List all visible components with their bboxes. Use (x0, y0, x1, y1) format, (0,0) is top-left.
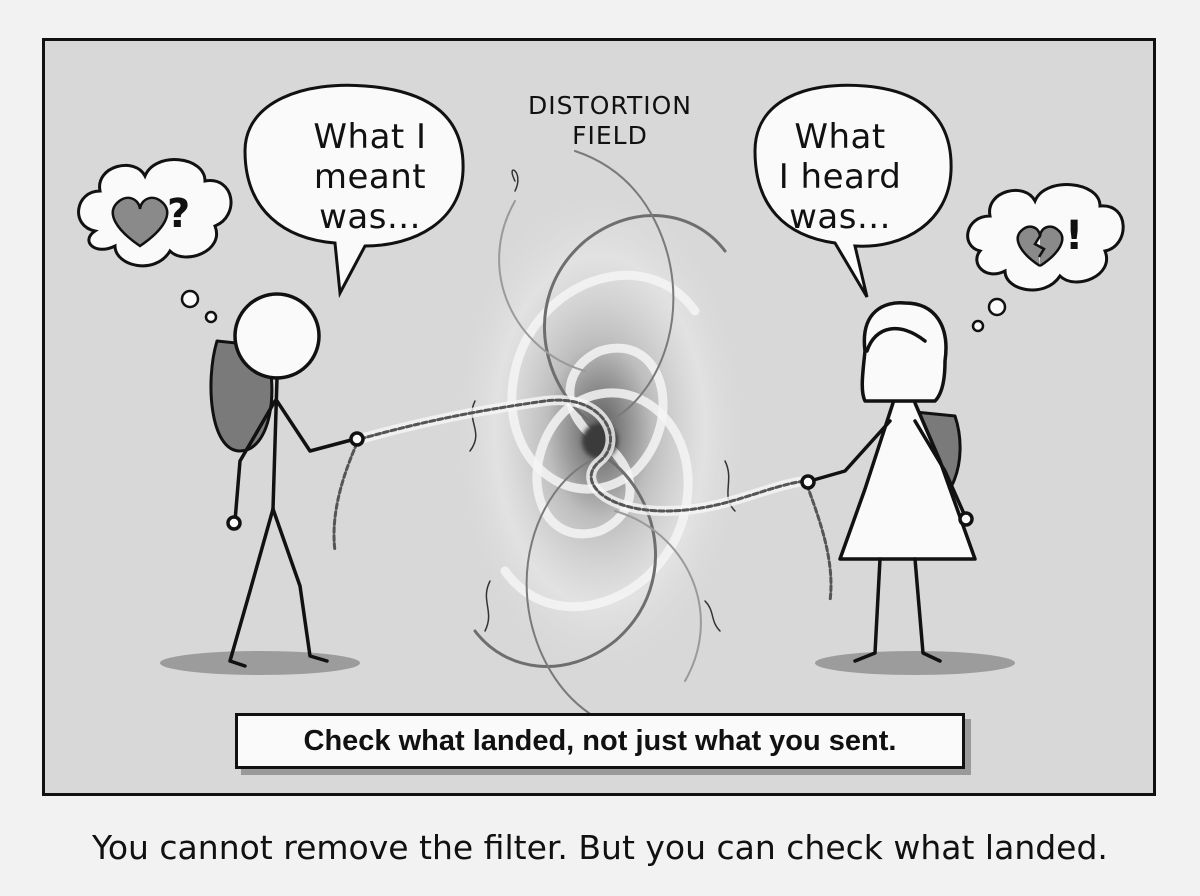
distortion-vortex (450, 150, 750, 732)
left-stick-figure (209, 292, 365, 668)
left-ground-shadow (160, 651, 360, 675)
question-mark-icon: ? (167, 191, 191, 237)
left-speech-bubble (243, 83, 465, 299)
field-label-line: FIELD (572, 121, 648, 150)
right-stick-figure (800, 301, 977, 663)
right-bubble-line: I heard (778, 157, 902, 197)
footer-caption: You cannot remove the filter. But you ca… (92, 828, 1108, 867)
left-bubble-line: meant (313, 157, 427, 197)
field-label-line: DISTORTION (527, 91, 693, 120)
comic-panel: What I meant was... What I heard was... … (42, 38, 1156, 796)
caption-box: Check what landed, not just what you sen… (235, 713, 965, 769)
heart-icon (111, 196, 169, 248)
left-speech-bubble-text: What I meant was... (285, 117, 455, 237)
left-bubble-line: What I (313, 117, 427, 157)
scene-illustration (77, 83, 1125, 732)
right-bubble-line: What (794, 117, 886, 157)
caption-text: Check what landed, not just what you sen… (303, 724, 897, 757)
distortion-field-label: DISTORTION FIELD (515, 91, 705, 151)
rope (332, 395, 833, 603)
left-thought-cloud (77, 158, 233, 324)
exclamation-mark-icon: ! (1065, 213, 1084, 259)
right-bubble-line: was... (789, 197, 891, 237)
left-bubble-line: was... (319, 197, 421, 237)
broken-heart-icon (1016, 225, 1064, 268)
right-speech-bubble (753, 83, 953, 298)
right-speech-bubble-text: What I heard was... (755, 117, 925, 237)
right-ground-shadow (815, 651, 1015, 675)
